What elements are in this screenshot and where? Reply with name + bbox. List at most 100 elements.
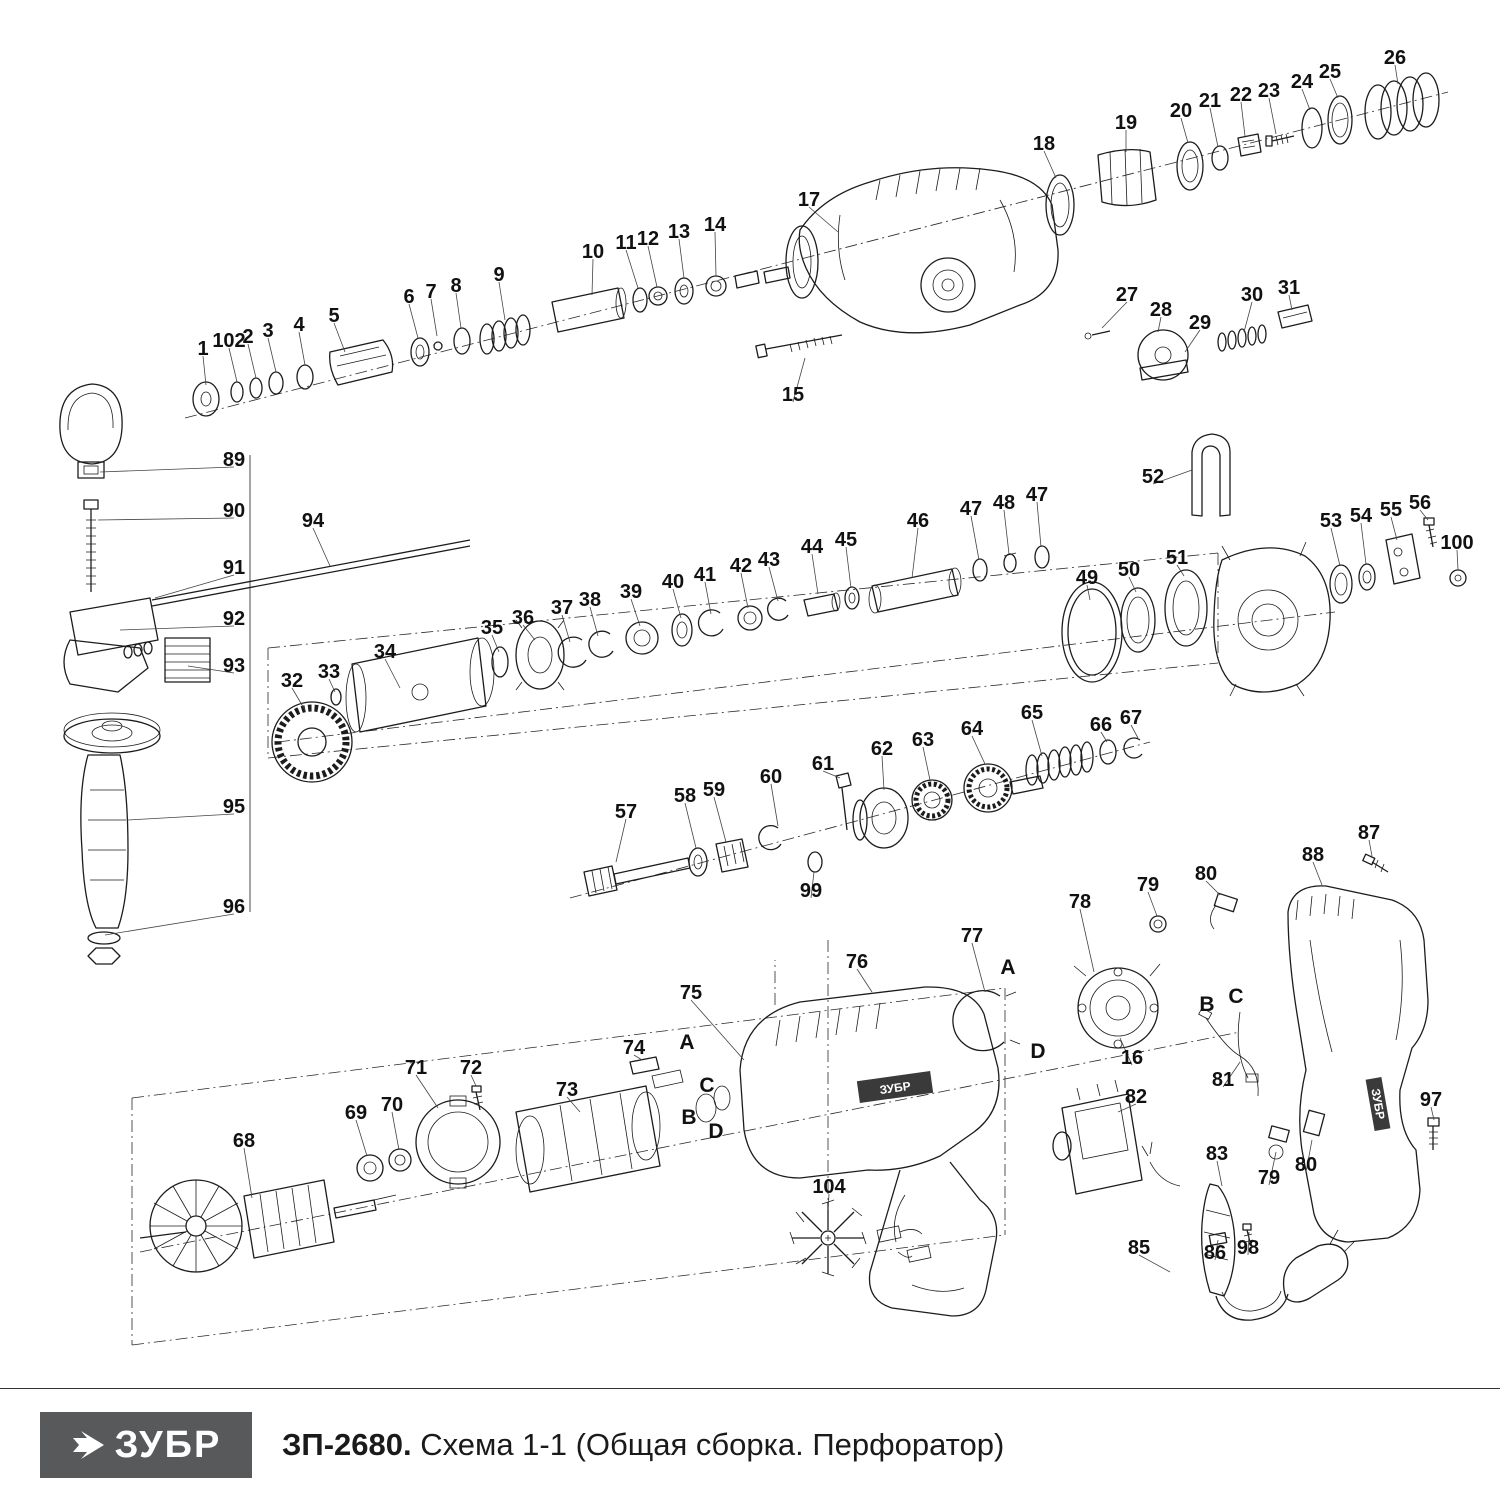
- leader-line-5: [333, 322, 346, 353]
- assembly-boundary-boxes: [131, 552, 1219, 1346]
- part-callout-24: 24: [1291, 71, 1314, 93]
- hammer-body: [785, 167, 1059, 334]
- part-callout-56: 56: [1409, 492, 1431, 514]
- part-callout-92: 92: [223, 608, 245, 630]
- leader-line-20: [1180, 117, 1189, 144]
- part-callout-53: 53: [1320, 510, 1342, 532]
- chuck-parts-chain: [192, 266, 791, 417]
- leader-line-48: [1003, 509, 1010, 555]
- part-callout-67: 67: [1120, 707, 1142, 729]
- part-callout-97: 97: [1420, 1089, 1442, 1111]
- leader-line-14: [714, 231, 717, 277]
- part-callout-37: 37: [551, 597, 573, 619]
- section-letter-A: A: [1000, 956, 1015, 979]
- leader-line-58: [684, 802, 697, 849]
- section-letter-A: A: [679, 1031, 694, 1054]
- part-callout-69: 69: [345, 1102, 367, 1124]
- leader-line-72: [470, 1074, 477, 1087]
- brand-name: ЗУБР: [114, 1423, 222, 1466]
- part-callout-62: 62: [871, 738, 893, 760]
- leader-line-50: [1128, 576, 1137, 593]
- part-callout-6: 6: [403, 286, 414, 308]
- leader-line-92: [119, 625, 235, 631]
- part-callout-50: 50: [1118, 559, 1140, 581]
- fan-and-connectors: [789, 1199, 932, 1277]
- part-callout-94: 94: [302, 510, 325, 532]
- part-callout-48: 48: [993, 492, 1015, 514]
- screw-and-mode-knob: [755, 304, 1313, 381]
- leader-line-35: [491, 634, 500, 653]
- part-callout-13: 13: [668, 221, 690, 243]
- part-callout-52: 52: [1142, 466, 1164, 488]
- section-letter-C: C: [1228, 985, 1243, 1008]
- part-callout-78: 78: [1069, 891, 1091, 913]
- leader-line-85: [1138, 1254, 1171, 1273]
- part-callout-79: 79: [1137, 874, 1159, 896]
- part-callout-86: 86: [1204, 1242, 1226, 1264]
- part-callout-100: 100: [1440, 532, 1473, 554]
- leader-line-12: [647, 245, 658, 288]
- part-callout-21: 21: [1199, 90, 1221, 112]
- part-callout-8: 8: [450, 275, 461, 297]
- leader-line-98: [1247, 1231, 1250, 1256]
- bracket-switch-cable: [1052, 892, 1355, 1321]
- leader-line-42: [740, 572, 749, 609]
- part-callout-25: 25: [1319, 61, 1341, 83]
- part-callout-81: 81: [1212, 1069, 1234, 1091]
- leader-line-21: [1209, 107, 1219, 148]
- exploded-view-diagram: ЗУБР ЗУБР: [59, 47, 1474, 1346]
- part-callout-91: 91: [223, 557, 245, 579]
- leader-line-26: [1394, 64, 1399, 85]
- leader-line-38: [589, 606, 599, 637]
- scheme-title: Схема 1-1 (Общая сборка. Перфоратор): [411, 1427, 1005, 1462]
- leader-line-66: [1100, 731, 1108, 743]
- leader-line-54: [1360, 522, 1367, 565]
- part-callout-10: 10: [582, 241, 604, 263]
- part-callout-70: 70: [381, 1094, 403, 1116]
- leader-line-40: [672, 588, 682, 619]
- leader-line-1: [202, 355, 207, 386]
- leader-line-52: [1152, 469, 1193, 485]
- part-callout-19: 19: [1115, 112, 1137, 134]
- part-callout-45: 45: [835, 529, 857, 551]
- leader-line-53: [1330, 527, 1341, 567]
- part-callout-80: 80: [1295, 1154, 1317, 1176]
- leader-line-64: [971, 735, 986, 765]
- leader-line-69: [355, 1119, 368, 1157]
- part-callout-76: 76: [846, 951, 868, 973]
- leader-line-28: [1157, 316, 1162, 333]
- part-callout-58: 58: [674, 785, 696, 807]
- part-callout-39: 39: [620, 581, 642, 603]
- leader-line-47: [970, 515, 980, 561]
- leader-line-27: [1101, 301, 1128, 329]
- leader-line-32: [291, 687, 306, 711]
- part-callout-43: 43: [758, 549, 780, 571]
- part-callout-80: 80: [1195, 863, 1217, 885]
- part-callout-90: 90: [223, 500, 245, 522]
- leader-line-86: [1214, 1239, 1219, 1261]
- part-callout-89: 89: [223, 449, 245, 471]
- part-callout-28: 28: [1150, 299, 1172, 321]
- leader-line-7: [430, 298, 438, 337]
- leader-line-61: [822, 770, 841, 779]
- part-callout-2: 2: [242, 326, 253, 348]
- part-callout-57: 57: [615, 801, 637, 823]
- section-letter-D: D: [708, 1120, 723, 1143]
- leader-line-96: [104, 913, 235, 936]
- part-callout-72: 72: [460, 1057, 482, 1079]
- part-callout-60: 60: [760, 766, 782, 788]
- part-callout-23: 23: [1258, 80, 1280, 102]
- leader-line-51: [1176, 564, 1185, 577]
- part-callout-31: 31: [1278, 277, 1300, 299]
- leader-line-73: [566, 1096, 581, 1113]
- leader-line-94: [312, 527, 331, 567]
- leader-line-60: [770, 783, 779, 827]
- leader-line-25: [1329, 78, 1339, 99]
- part-callout-68: 68: [233, 1130, 255, 1152]
- part-callout-5: 5: [328, 305, 339, 327]
- part-callout-79: 79: [1258, 1167, 1280, 1189]
- part-callout-20: 20: [1170, 100, 1192, 122]
- model-number: ЗП-2680.: [282, 1427, 412, 1462]
- leader-line-77: [971, 942, 986, 993]
